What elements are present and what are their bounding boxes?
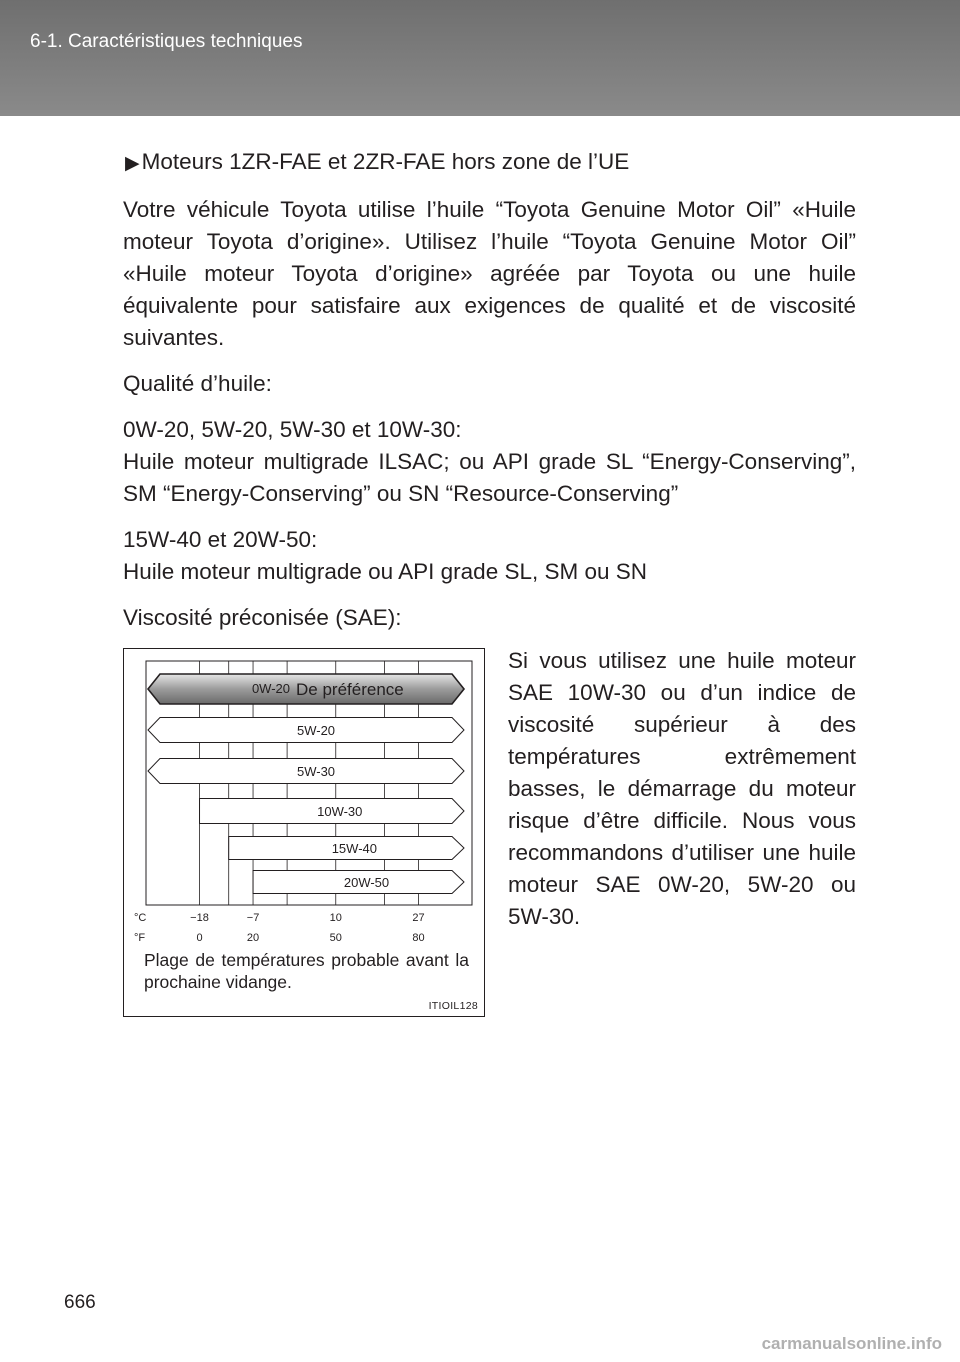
bullet-heading: ▶Moteurs 1ZR-FAE et 2ZR-FAE hors zone de… — [123, 146, 856, 180]
page-number: 666 — [64, 1292, 96, 1313]
section-title: 6-1. Caractéristiques techniques — [30, 31, 303, 52]
grades1-text: Huile moteur multigrade ILSAC; ou API gr… — [123, 449, 856, 506]
preferred-label: De préférence — [296, 680, 404, 699]
bar-label: 5W-30 — [297, 764, 335, 779]
bar-label: 5W-20 — [297, 723, 335, 738]
viscosity-label: Viscosité préconisée (SAE): — [123, 605, 402, 630]
range-bar-20w-50 — [252, 870, 465, 894]
tick-label-c: −18 — [190, 912, 209, 924]
bullet-text: Moteurs 1ZR-FAE et 2ZR-FAE hors zone de … — [141, 149, 630, 174]
tick-label-c: 10 — [330, 912, 342, 924]
range-bar-5w-20 — [147, 717, 465, 743]
bar-label: 0W-20 — [252, 681, 290, 696]
range-bar-5w-30 — [147, 758, 465, 784]
page-header: 6-1. Caractéristiques techniques — [0, 0, 960, 116]
main-content: ▶Moteurs 1ZR-FAE et 2ZR-FAE hors zone de… — [123, 146, 856, 634]
range-bar-15w-40 — [228, 836, 465, 860]
viscosity-chart: 0W-20 De préférence 5W-20 5W-30 10W-30 15W-40… — [134, 660, 473, 944]
axis-c-label: °C — [134, 912, 146, 924]
bar-label: 10W-30 — [317, 804, 362, 819]
quality-label: Qualité d’huile: — [123, 371, 272, 396]
tick-label-f: 80 — [412, 932, 424, 944]
side-note: Si vous utilisez une huile moteur SAE 10… — [508, 648, 856, 929]
bar-label: 20W-50 — [344, 875, 389, 890]
tick-label-f: 20 — [247, 932, 259, 944]
chart-caption: Plage de températures probable avant la … — [144, 950, 469, 992]
footer-watermark: carmanualsonline.info — [761, 1334, 942, 1353]
grades2-title: 15W-40 et 20W-50: — [123, 527, 318, 552]
tick-label-c: −7 — [247, 912, 260, 924]
tick-label-f: 0 — [196, 932, 202, 944]
range-bar-0w-20 — [146, 673, 466, 705]
triangle-right-icon: ▶ — [125, 153, 140, 174]
axis-f-label: °F — [134, 932, 145, 944]
range-bar-10w-30 — [199, 798, 465, 824]
bar-label: 15W-40 — [332, 841, 377, 856]
figure-code: ITIOIL128 — [428, 1000, 478, 1012]
chart-frame — [145, 660, 473, 906]
intro-paragraph: Votre véhicule Toyota utilise l’huile “T… — [123, 197, 856, 350]
tick-label-c: 27 — [412, 912, 424, 924]
grades1-title: 0W-20, 5W-20, 5W-30 et 10W-30: — [123, 417, 462, 442]
grades2-text: Huile moteur multigrade ou API grade SL,… — [123, 559, 648, 584]
tick-label-f: 50 — [330, 932, 342, 944]
viscosity-chart-figure: 0W-20 De préférence 5W-20 5W-30 10W-30 15W-40… — [123, 648, 485, 1017]
